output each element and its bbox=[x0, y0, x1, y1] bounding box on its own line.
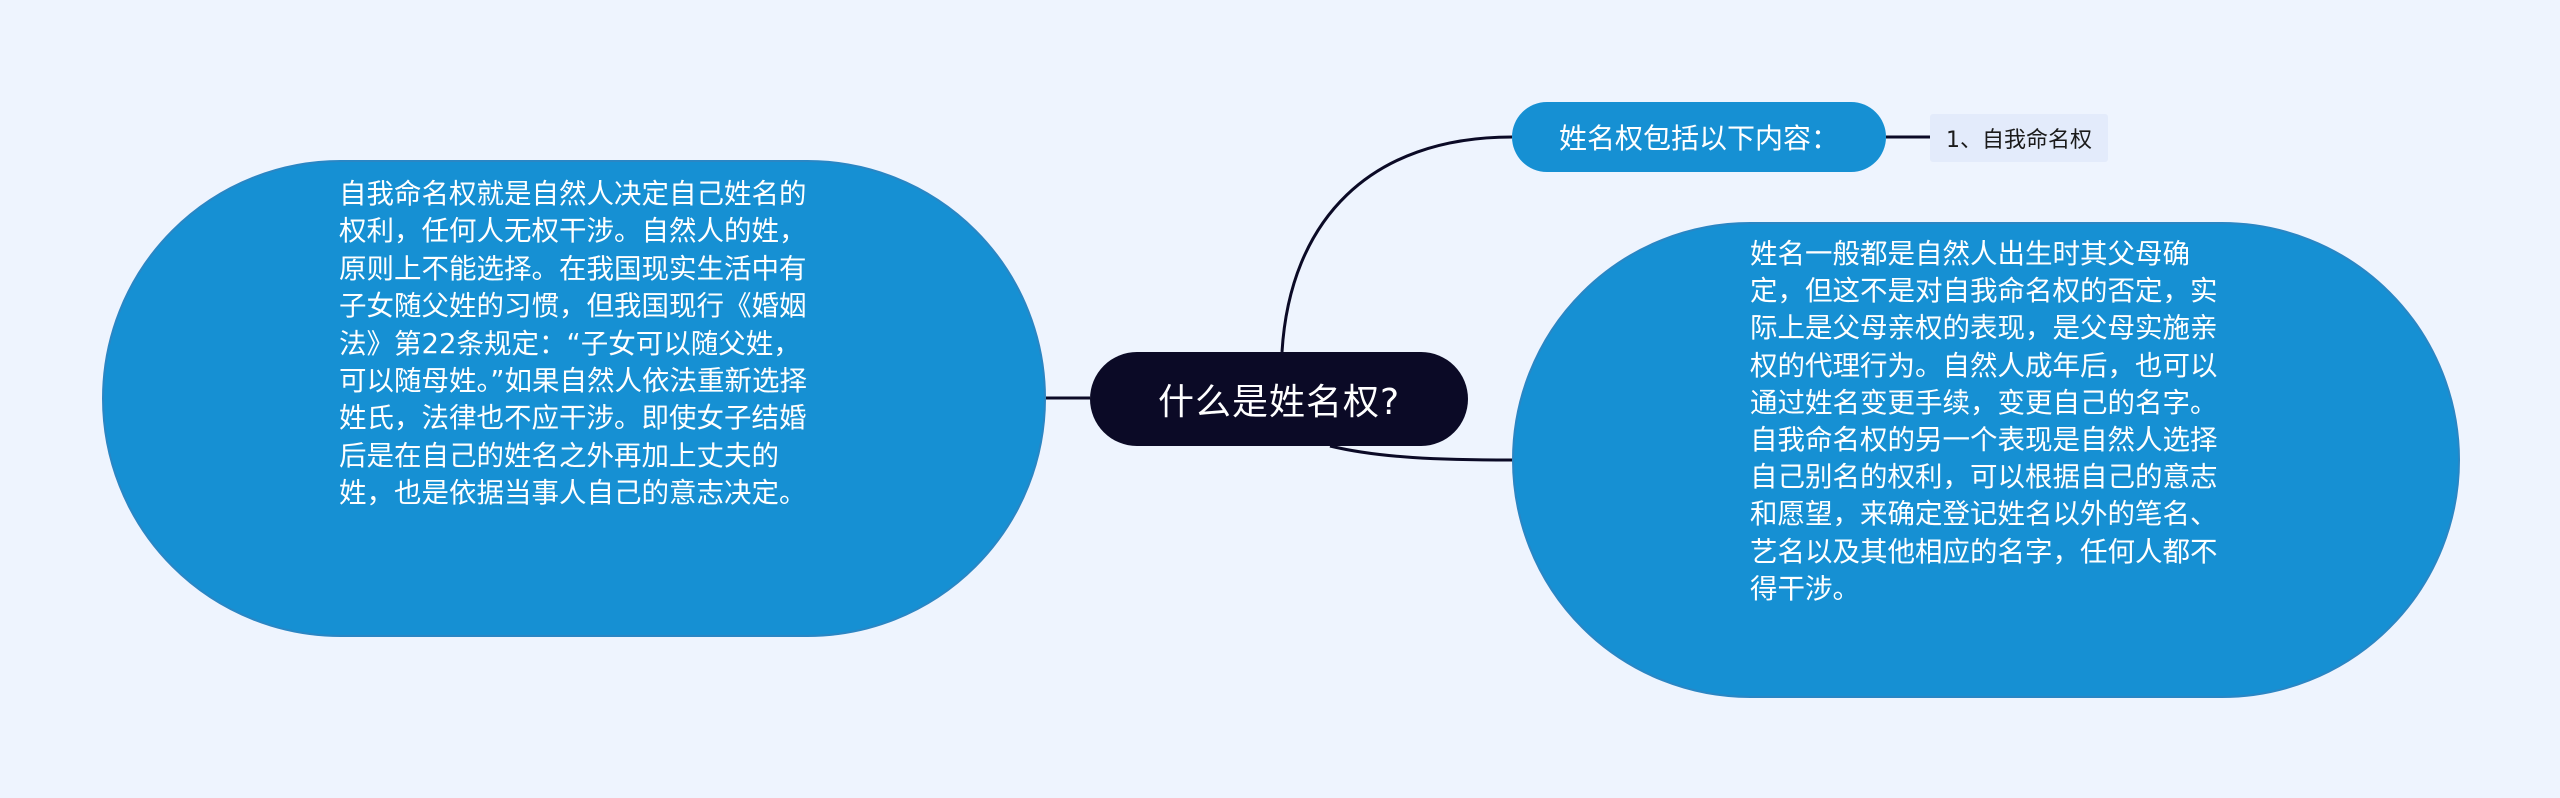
topic-text: 自我命名权就是自然人决定自己姓名的权利，任何人无权干涉。自然人的姓，原则上不能选… bbox=[339, 178, 807, 510]
subtopic-self-naming[interactable]: 1、自我命名权 bbox=[1930, 114, 2108, 162]
topic-name-right-contents[interactable]: 姓名权包括以下内容： bbox=[1512, 102, 1886, 172]
topic-label: 姓名权包括以下内容： bbox=[1558, 122, 1839, 155]
subtopic-label: 1、自我命名权 bbox=[1946, 128, 2092, 153]
topic-self-naming-right[interactable]: 自我命名权就是自然人决定自己姓名的权利，任何人无权干涉。自然人的姓，原则上不能选… bbox=[102, 160, 1046, 637]
central-topic-label: 什么是姓名权? bbox=[1157, 382, 1401, 423]
topic-text: 姓名一般都是自然人出生时其父母确定，但这不是对自我命名权的否定，实际上是父母亲权… bbox=[1750, 238, 2218, 605]
central-topic[interactable]: 什么是姓名权? bbox=[1090, 352, 1468, 446]
connector-central-to-right bbox=[1329, 444, 1513, 462]
topic-naming-by-parents[interactable]: 姓名一般都是自然人出生时其父母确定，但这不是对自我命名权的否定，实际上是父母亲权… bbox=[1512, 222, 2460, 698]
connector-central-to-pill bbox=[1280, 135, 1513, 353]
